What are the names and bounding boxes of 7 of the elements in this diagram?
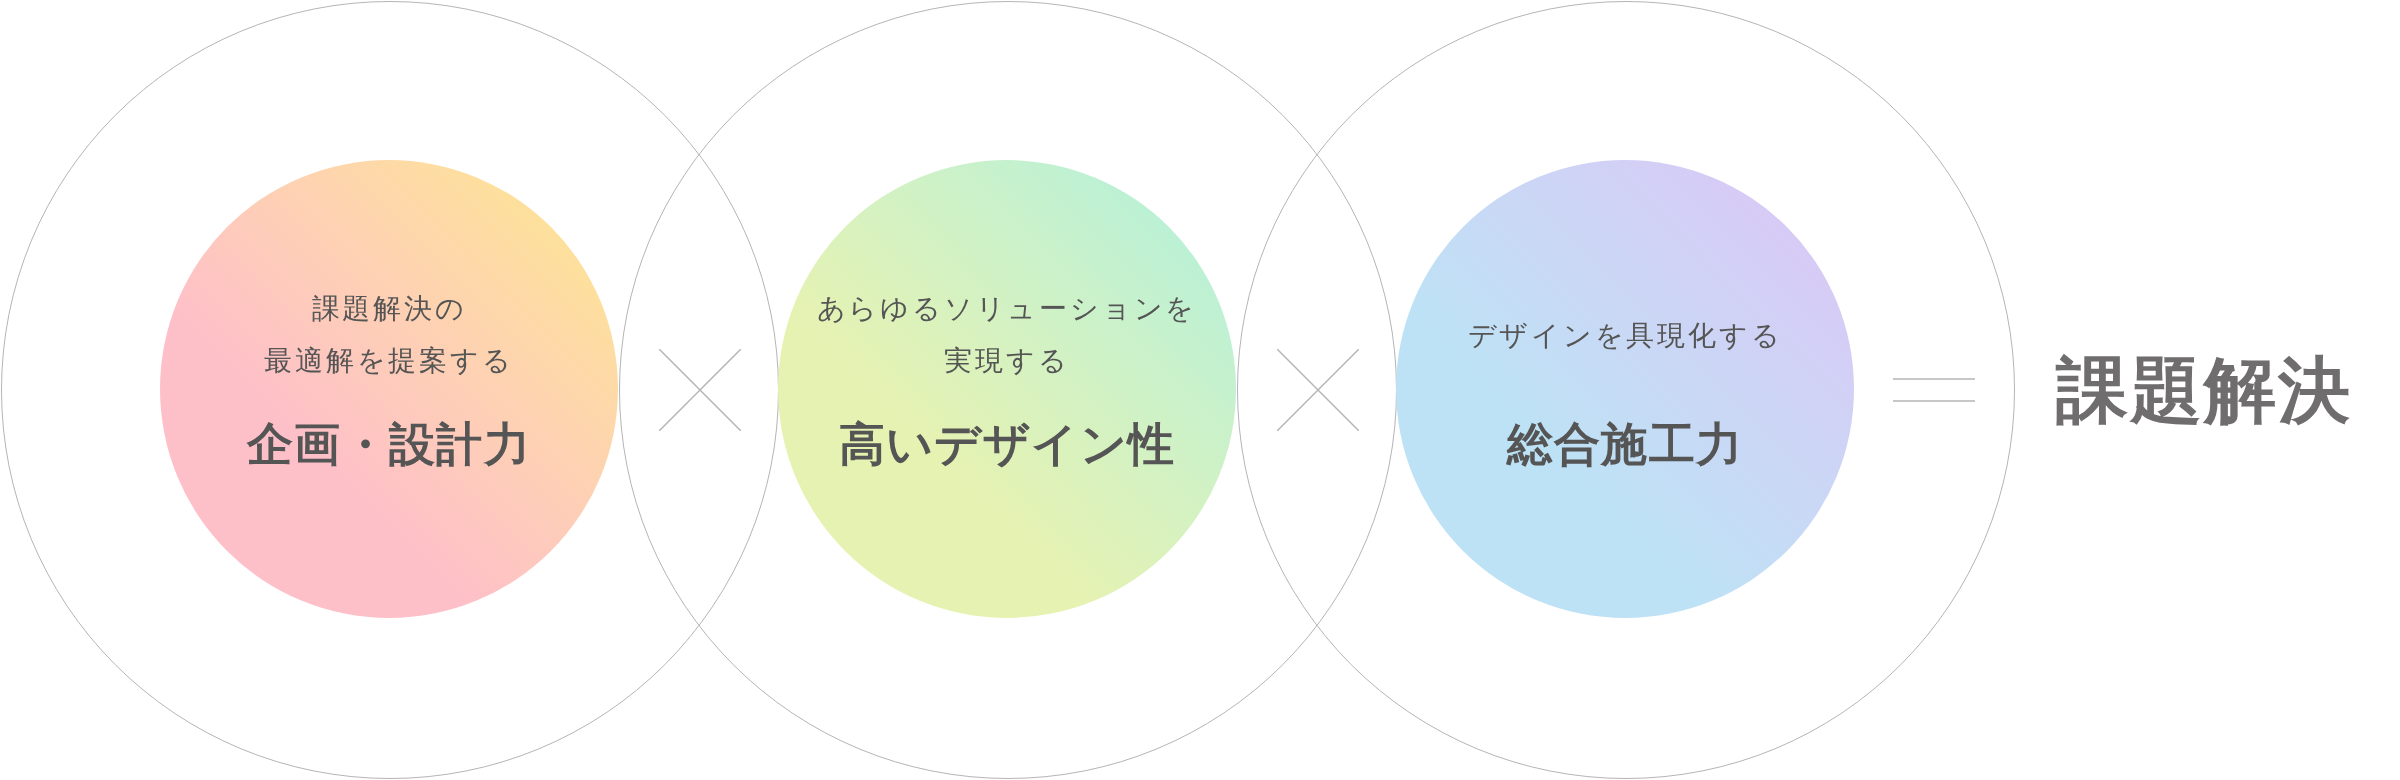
heading-text: 総合施工力 (1506, 417, 1744, 472)
caption-text: 課題解決の最適解を提案する (263, 292, 515, 378)
result-text: 課題解決 (2056, 349, 2353, 432)
caption-text: あらゆるソリューションを実現する (815, 292, 1199, 378)
heading-text: 高いデザイン性 (838, 417, 1176, 472)
heading-text: 企画・設計力 (246, 417, 532, 472)
caption-text: デザインを具現化する (1467, 319, 1783, 353)
